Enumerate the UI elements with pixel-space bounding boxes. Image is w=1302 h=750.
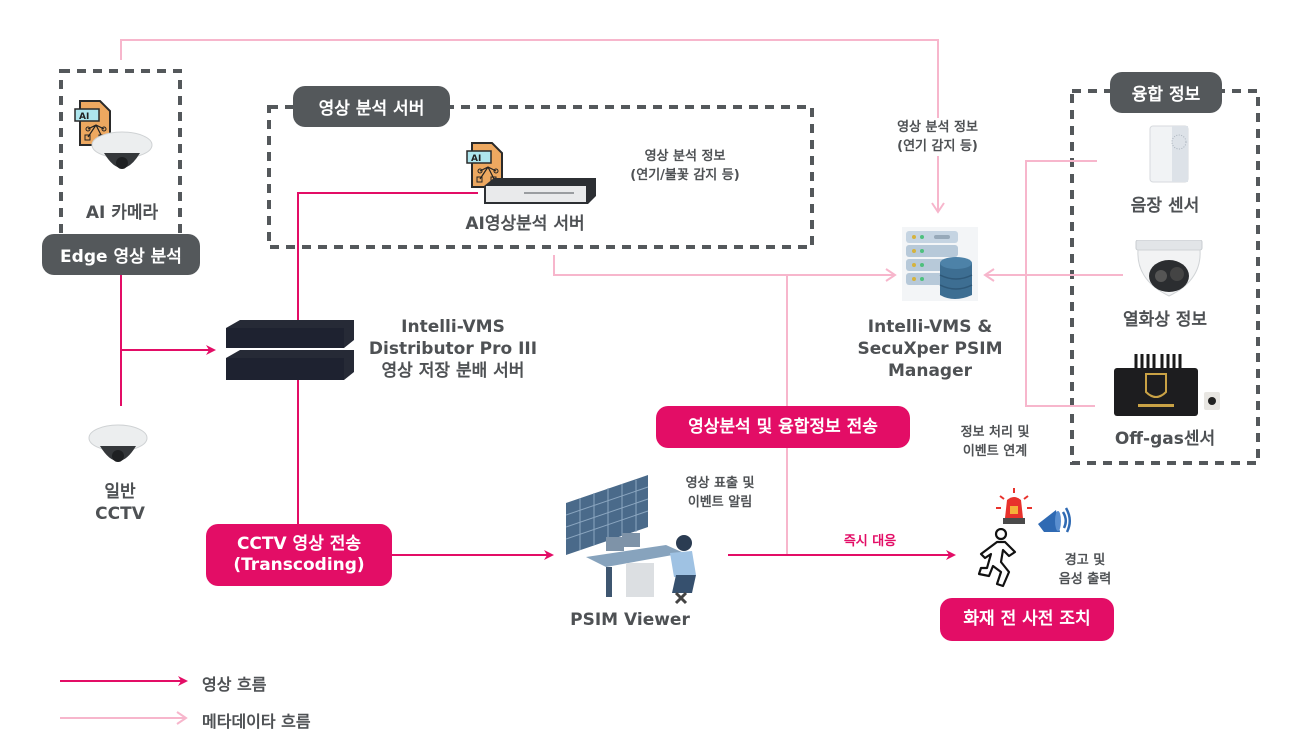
psim-viewer-label: PSIM Viewer bbox=[570, 610, 690, 630]
database-server-icon bbox=[902, 227, 978, 301]
note-line: 영상 표출 및 bbox=[685, 476, 755, 491]
cctv-label-line: CCTV bbox=[95, 504, 145, 524]
analysis-transfer-callout: 영상분석 및 융합정보 전송 bbox=[656, 406, 910, 448]
psim-manager-label-line: Manager bbox=[887, 361, 973, 381]
video-flow-lines bbox=[120, 192, 956, 560]
distributor-label-line: Distributor Pro III bbox=[368, 339, 538, 359]
sensor-label: Off-gas센서 bbox=[1114, 429, 1216, 449]
psim-manager-label-line: SecuXper PSIM bbox=[857, 339, 1003, 359]
fusion-info-badge: 융합 정보 bbox=[1110, 72, 1222, 113]
speaker-icon bbox=[1036, 502, 1074, 538]
legend-video-label: 영상 흐름 bbox=[202, 675, 267, 694]
callout-line: (Transcoding) bbox=[233, 555, 365, 575]
immediate-response-label: 즉시 대응 bbox=[843, 534, 897, 549]
note-line: 경고 및 bbox=[1064, 553, 1106, 568]
note-line: 음성 출력 bbox=[1058, 572, 1112, 587]
analysis-server-badge: 영상 분석 서버 bbox=[293, 86, 450, 127]
info-line: 영상 분석 정보 bbox=[644, 149, 726, 164]
server-group-border bbox=[267, 105, 814, 249]
svg-text:AI: AI bbox=[79, 112, 89, 122]
siren-icon bbox=[994, 488, 1034, 526]
ai-camera-label: AI 카메라 bbox=[85, 203, 159, 223]
distributor-label: Intelli-VMS Distributor Pro III 영상 저장 분배… bbox=[356, 316, 550, 382]
server-analysis-info: 영상 분석 정보 (연기/불꽃 감지 등) bbox=[600, 147, 770, 185]
cctv-transfer-callout: CCTV 영상 전송 (Transcoding) bbox=[206, 524, 392, 586]
sensor-label: 열화상 정보 bbox=[1122, 310, 1208, 330]
svg-text:AI: AI bbox=[471, 154, 481, 164]
ai-chip-icon: AI bbox=[466, 141, 506, 189]
distributor-server-icon bbox=[226, 318, 356, 384]
distributor-label-line: 영상 저장 분배 서버 bbox=[381, 361, 525, 381]
fusion-group-border bbox=[1070, 89, 1260, 465]
edge-analysis-badge: Edge 영상 분석 bbox=[42, 234, 200, 275]
rack-server-icon bbox=[484, 178, 596, 206]
meta-server-to-manager bbox=[553, 255, 897, 282]
callout-line: CCTV 영상 전송 bbox=[236, 534, 362, 554]
ai-server-label: AI영상분석 서버 bbox=[465, 214, 585, 234]
psim-manager-label-line: Intelli-VMS & bbox=[867, 317, 993, 337]
meta-fusion-bracket bbox=[1025, 160, 1097, 407]
cctv-label: 일반 CCTV bbox=[70, 481, 170, 525]
cctv-label-line: 일반 bbox=[104, 482, 136, 502]
distributor-label-line: Intelli-VMS bbox=[401, 317, 505, 337]
ai-chip-icon: AI bbox=[74, 99, 114, 147]
top-analysis-info: 영상 분석 정보 (연기 감지 등) bbox=[870, 118, 1005, 156]
note-line: 정보 처리 및 bbox=[960, 425, 1030, 440]
acoustic-sensor-icon bbox=[1148, 124, 1190, 184]
thermal-camera-icon bbox=[1134, 239, 1204, 300]
control-room-operator-icon bbox=[565, 475, 706, 605]
offgas-sensor-icon bbox=[1112, 354, 1222, 418]
video-distributor-server bbox=[297, 192, 478, 322]
viewer-note: 영상 표출 및 이벤트 알림 bbox=[665, 474, 775, 512]
note-line: 이벤트 연계 bbox=[962, 444, 1028, 459]
sensor-label: 음장 센서 bbox=[1130, 196, 1200, 216]
pre-action-callout: 화재 전 사전 조치 bbox=[940, 598, 1114, 641]
psim-manager-label: Intelli-VMS & SecuXper PSIM Manager bbox=[840, 316, 1020, 382]
info-line: 영상 분석 정보 bbox=[897, 120, 978, 135]
warning-output-label: 경고 및 음성 출력 bbox=[1035, 551, 1135, 589]
running-person-icon bbox=[975, 527, 1025, 588]
note-line: 이벤트 알림 bbox=[687, 495, 753, 510]
processing-note: 정보 처리 및 이벤트 연계 bbox=[935, 423, 1055, 461]
info-line: (연기/불꽃 감지 등) bbox=[630, 168, 740, 183]
info-line: (연기 감지 등) bbox=[897, 139, 978, 154]
legend-meta-label: 메타데이타 흐름 bbox=[202, 712, 311, 731]
dome-camera-icon bbox=[91, 131, 153, 179]
cctv-camera-icon bbox=[88, 424, 148, 472]
